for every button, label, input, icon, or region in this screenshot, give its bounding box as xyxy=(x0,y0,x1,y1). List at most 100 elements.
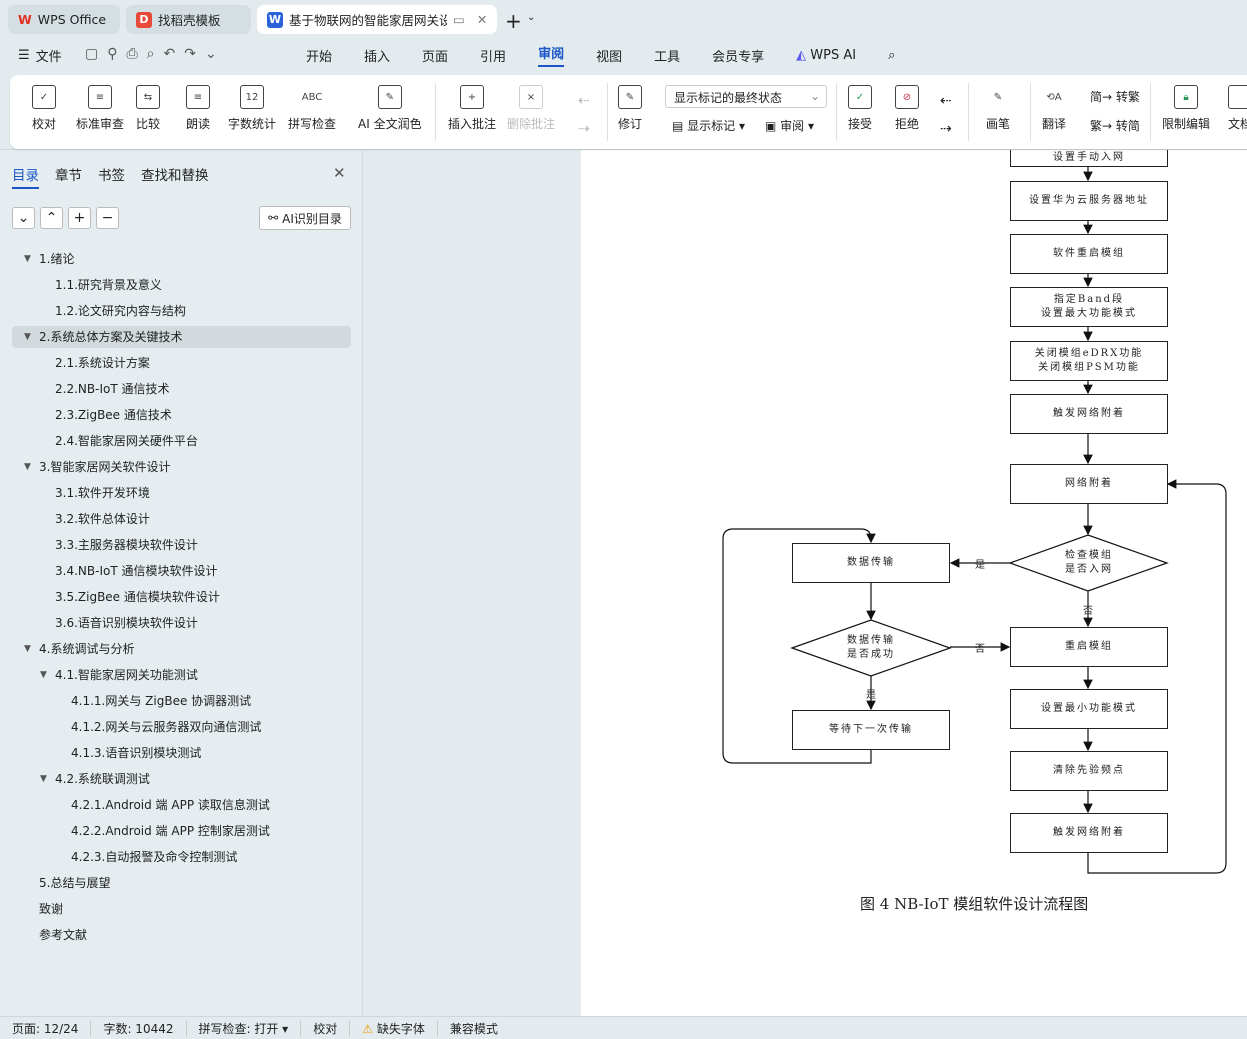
flow-step: 关闭模组eDRX功能关闭模组PSM功能 xyxy=(1010,341,1168,381)
quick-access-icons[interactable]: ▢⚲⎙⌕↶↷⌄ xyxy=(85,46,226,62)
missing-font-status[interactable]: ⚠ 缺失字体 xyxy=(350,1019,438,1037)
toc-item[interactable]: 4.1.1.网关与 ZigBee 协调器测试 xyxy=(0,690,360,712)
tab-view[interactable]: 视图 xyxy=(596,49,623,65)
divider xyxy=(836,83,837,141)
compat-mode-status[interactable]: 兼容模式 xyxy=(449,1021,498,1036)
tab-toc[interactable]: 目录 xyxy=(12,164,39,189)
collapse-triangle-icon[interactable]: ▼ xyxy=(24,462,31,472)
toc-item[interactable]: 2.3.ZigBee 通信技术 xyxy=(0,404,360,426)
toc-item[interactable]: 4.2.1.Android 端 APP 读取信息测试 xyxy=(0,794,360,816)
read-aloud-icon: ≡ xyxy=(186,85,210,109)
reject-button[interactable]: ⊘拒绝 xyxy=(895,85,919,132)
ai-polish-button[interactable]: ✎AI 全文润色 xyxy=(358,85,422,132)
add-heading-button[interactable]: + xyxy=(68,207,91,229)
remove-heading-button[interactable]: − xyxy=(96,207,119,229)
toc-item[interactable]: 3.3.主服务器模块软件设计 xyxy=(0,534,360,556)
insert-comment-button[interactable]: +插入批注 xyxy=(448,85,496,132)
tab-home[interactable]: 开始 xyxy=(306,49,333,65)
ai-toc-button[interactable]: ⚯AI识别目录 xyxy=(259,206,351,230)
toc-item[interactable]: 3.1.软件开发环境 xyxy=(0,482,360,504)
toc-item[interactable]: 1.2.论文研究内容与结构 xyxy=(0,300,360,322)
tab-membership[interactable]: 会员专享 xyxy=(712,49,765,65)
compare-button[interactable]: ⇆比较 xyxy=(136,85,160,132)
tab-bookmarks[interactable]: 书签 xyxy=(98,168,125,184)
toc-item[interactable]: ▼4.系统调试与分析 xyxy=(0,638,360,660)
close-tab-icon[interactable]: ✕ xyxy=(476,12,488,27)
collapse-triangle-icon[interactable]: ▼ xyxy=(40,670,47,680)
expand-down-button[interactable]: ⌄ xyxy=(12,207,35,229)
toc-item[interactable]: 3.6.语音识别模块软件设计 xyxy=(0,612,360,634)
toc-item[interactable]: 5.总结与展望 xyxy=(0,872,360,894)
toc-item[interactable]: 致谢 xyxy=(0,898,360,920)
toc-item[interactable]: 4.2.2.Android 端 APP 控制家居测试 xyxy=(0,820,360,842)
toc-item[interactable]: 4.2.3.自动报警及命令控制测试 xyxy=(0,846,360,868)
tab-references[interactable]: 引用 xyxy=(480,49,507,65)
toc-item[interactable]: 1.1.研究背景及意义 xyxy=(0,274,360,296)
file-menu[interactable]: ☰文件 xyxy=(18,47,62,65)
status-bar: 页面: 12/24 字数: 10442 拼写检查: 打开 ▾ 校对 ⚠ 缺失字体… xyxy=(0,1016,1247,1039)
monitor-icon[interactable]: ▭ xyxy=(453,12,465,27)
show-markup-button[interactable]: ▤ 显示标记 ▾ xyxy=(672,119,746,133)
spell-check-status[interactable]: 拼写检查: 打开 ▾ xyxy=(187,1019,302,1037)
collapse-triangle-icon[interactable]: ▼ xyxy=(24,644,31,654)
restrict-edit-button[interactable]: 🔒︎限制编辑 xyxy=(1162,85,1210,132)
markup-state-select[interactable]: 显示标记的最终状态⌄ xyxy=(665,85,827,108)
tab-review[interactable]: 审阅 xyxy=(538,43,565,67)
toc-item[interactable]: ▼4.2.系统联调测试 xyxy=(0,768,360,790)
to-simplified-button[interactable]: 繁→ 转简 xyxy=(1090,119,1140,133)
pen-button[interactable]: ✎画笔 xyxy=(986,85,1010,132)
toc-item[interactable]: ▼4.1.智能家居网关功能测试 xyxy=(0,664,360,686)
delete-comment-button[interactable]: ×删除批注 xyxy=(507,85,555,132)
toc-item[interactable]: 4.1.3.语音识别模块测试 xyxy=(0,742,360,764)
toc-item[interactable]: 3.2.软件总体设计 xyxy=(0,508,360,530)
navigation-pane: 目录 章节 书签 查找和替换 ✕ xyxy=(0,150,363,1016)
collapse-triangle-icon[interactable]: ▼ xyxy=(24,254,31,264)
tab-find-replace[interactable]: 查找和替换 xyxy=(141,168,209,184)
collapse-triangle-icon[interactable]: ▼ xyxy=(24,332,31,342)
proof-status[interactable]: 校对 xyxy=(301,1019,351,1037)
toc-item[interactable]: 3.5.ZigBee 通信模块软件设计 xyxy=(0,586,360,608)
toc-item-label: 5.总结与展望 xyxy=(39,876,111,890)
std-review-button[interactable]: ≡标准审查 xyxy=(76,85,124,132)
search-icon[interactable]: ⌕ xyxy=(888,47,896,63)
tab-insert[interactable]: 插入 xyxy=(364,49,391,65)
tab-tools[interactable]: 工具 xyxy=(654,49,681,65)
document-button[interactable]: 文档 xyxy=(1228,85,1247,132)
toc-item[interactable]: 4.1.2.网关与云服务器双向通信测试 xyxy=(0,716,360,738)
prev-next-comment-icons[interactable]: ⇠⇢ xyxy=(578,93,590,137)
read-aloud-button[interactable]: ≡朗读 xyxy=(186,85,210,132)
proof-button[interactable]: ✓校对 xyxy=(32,85,56,132)
new-tab-button[interactable]: + xyxy=(505,9,522,33)
prev-next-change-icons[interactable]: ⇠⇢ xyxy=(940,93,952,137)
tab-sections[interactable]: 章节 xyxy=(55,168,82,184)
wps-ai-button[interactable]: ◭ WPS AI xyxy=(796,47,857,63)
toc-item[interactable]: ▼2.系统总体方案及关键技术 xyxy=(12,326,351,348)
tab-page[interactable]: 页面 xyxy=(422,49,449,65)
toc-item[interactable]: 3.4.NB-IoT 通信模块软件设计 xyxy=(0,560,360,582)
tab-list-chevron-icon[interactable]: ⌄ xyxy=(527,12,536,23)
collapse-triangle-icon[interactable]: ▼ xyxy=(40,774,47,784)
track-changes-button[interactable]: ✎修订 xyxy=(618,85,642,132)
flow-text: 清除先验频点 xyxy=(1053,765,1125,776)
toc-item[interactable]: 2.1.系统设计方案 xyxy=(0,352,360,374)
page-indicator[interactable]: 页面: 12/24 xyxy=(0,1019,92,1037)
toc-item[interactable]: ▼1.绪论 xyxy=(0,248,360,270)
toc-item[interactable]: ▼3.智能家居网关软件设计 xyxy=(0,456,360,478)
toc-item[interactable]: 参考文献 xyxy=(0,924,360,946)
toc-item[interactable]: 2.2.NB-IoT 通信技术 xyxy=(0,378,360,400)
toc-item[interactable]: 2.4.智能家居网关硬件平台 xyxy=(0,430,360,452)
ribbon-shadow xyxy=(0,149,1247,150)
close-pane-icon[interactable]: ✕ xyxy=(333,164,346,182)
no-label: 否 xyxy=(1083,606,1093,617)
word-count[interactable]: 字数: 10442 xyxy=(91,1019,187,1037)
to-traditional-button[interactable]: 简→ 转繁 xyxy=(1090,90,1140,104)
review-pane-button[interactable]: ▣ 审阅 ▾ xyxy=(765,119,815,133)
collapse-up-button[interactable]: ⌃ xyxy=(40,207,63,229)
accept-button[interactable]: ✓接受 xyxy=(848,85,872,132)
